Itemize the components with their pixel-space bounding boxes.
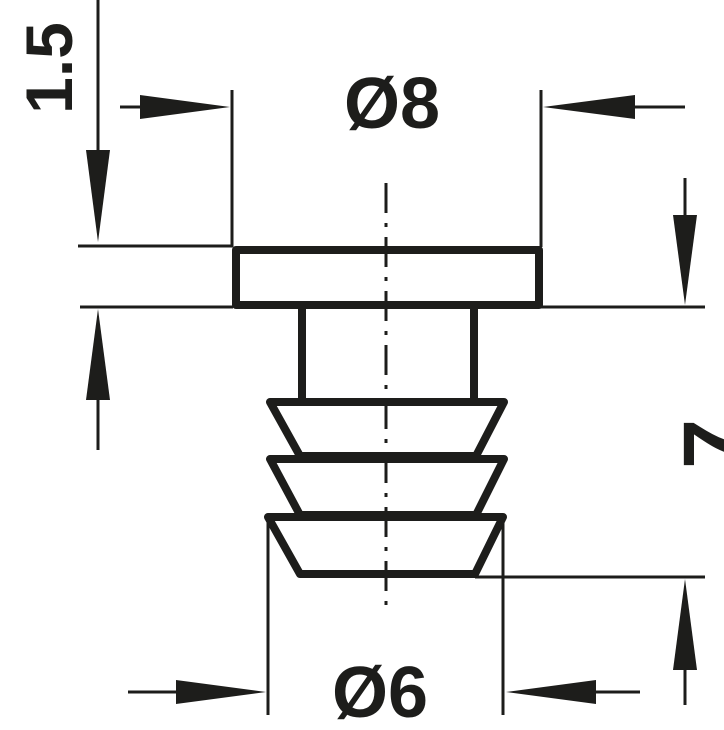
dimension-label-plug-diameter: Ø6 [332, 653, 428, 730]
dimension-label-total-height: 7 [666, 419, 724, 469]
dimension-label-head-diameter: Ø8 [344, 64, 440, 144]
arrowheads [86, 95, 697, 704]
arrow-up-icon [673, 579, 697, 670]
dowel-head [232, 246, 543, 309]
extension-lines [78, 90, 705, 715]
arrow-right-icon [140, 95, 230, 119]
rib-3 [264, 513, 507, 578]
arrow-up-icon [86, 309, 110, 400]
arrow-right-icon [176, 680, 266, 704]
dimension-label-head-thickness: 1.5 [12, 22, 86, 114]
arrow-left-icon [506, 680, 596, 704]
arrow-down-icon [673, 215, 697, 305]
arrow-down-icon [86, 150, 110, 242]
arrow-left-icon [543, 95, 635, 119]
dowel-outline [232, 246, 543, 578]
